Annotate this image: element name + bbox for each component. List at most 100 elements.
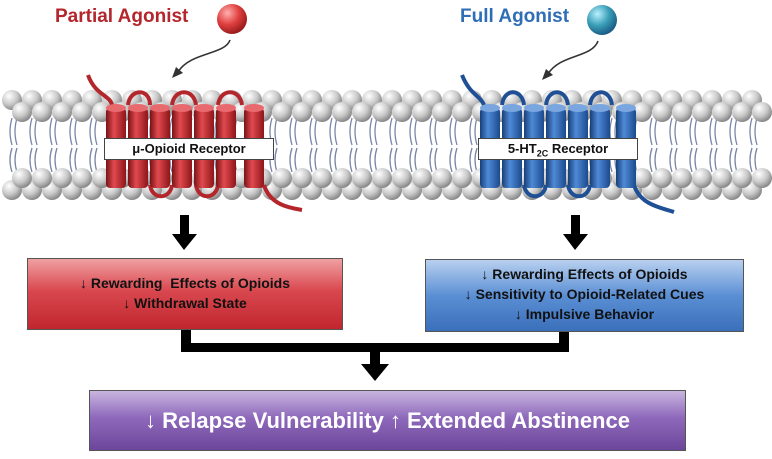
lipid-tail [389, 117, 393, 146]
lipid-head [12, 168, 32, 188]
helix-cap [590, 104, 610, 112]
lipid-tail [329, 147, 333, 173]
lipid-tail [454, 147, 458, 173]
lipid-head [732, 102, 752, 122]
helix-cap [150, 104, 170, 112]
helix-cap [172, 104, 192, 112]
lipid-head [712, 102, 732, 122]
lipid-tail [754, 117, 758, 146]
lipid-tail [714, 117, 718, 146]
lipid-head [72, 102, 92, 122]
lipid-tail [334, 147, 338, 173]
lipid-tail [289, 147, 293, 173]
lipid-head [72, 168, 92, 188]
lipid-tail [369, 117, 373, 146]
effect-item: ↓ Rewarding Effects of Opioids [481, 266, 688, 282]
lipid-tail [474, 117, 478, 146]
lipid-head [632, 168, 652, 188]
lipid-tail [74, 117, 78, 146]
lipid-head [352, 168, 372, 188]
lipid-tail [309, 117, 313, 146]
lipid-tail [274, 147, 278, 173]
full-agonist-title: Full Agonist [460, 6, 570, 27]
5-ht2c-receptor-label: 5-HT2C Receptor [478, 138, 638, 160]
lipid-head [632, 102, 652, 122]
lipid-head [412, 168, 432, 188]
lipid-tail [654, 147, 658, 173]
lipid-tail [349, 147, 353, 173]
helix-cap [616, 104, 636, 112]
outcome-box: ↓ Relapse Vulnerability ↑ Extended Absti… [89, 390, 686, 451]
lipid-tail [429, 117, 433, 146]
lipid-head [752, 168, 772, 188]
lipid-head [412, 102, 432, 122]
lipid-head [712, 168, 732, 188]
lipid-tail [709, 117, 713, 146]
helix-cap [216, 104, 236, 112]
helix-cap [106, 104, 126, 112]
lipid-tail [69, 117, 73, 146]
lipid-head [452, 168, 472, 188]
helix-cap [480, 104, 500, 112]
lipid-head [692, 102, 712, 122]
lipid-tail [309, 147, 313, 173]
lipid-tail [354, 117, 358, 146]
lipid-tail [89, 147, 93, 173]
lipid-tail [49, 117, 53, 146]
lipid-head [432, 168, 452, 188]
effect-item: ↓ Sensitivity to Opioid-Related Cues [464, 286, 705, 302]
lipid-tail [394, 117, 398, 146]
partial-agonist-title: Partial Agonist [55, 6, 189, 27]
lipid-head [452, 102, 472, 122]
lipid-head [392, 168, 412, 188]
lipid-tail [9, 117, 13, 146]
lipid-head [312, 102, 332, 122]
lipid-tail [749, 147, 753, 173]
lipid-tail [294, 147, 298, 173]
lipid-tail [29, 147, 33, 173]
lipid-head [312, 168, 332, 188]
helix-cap [502, 104, 522, 112]
lipid-tail [449, 147, 453, 173]
lipid-tail [689, 117, 693, 146]
lipid-tail [434, 147, 438, 173]
lipid-head [332, 168, 352, 188]
lipid-tail [734, 117, 738, 146]
lipid-tail [729, 147, 733, 173]
lipid-tail [429, 147, 433, 173]
lipid-tail [14, 117, 18, 146]
helix-cap [128, 104, 148, 112]
lipid-tail [389, 147, 393, 173]
effect-item: ↓ Rewarding Effects of Opioids [79, 275, 291, 291]
lipid-tail [349, 117, 353, 146]
effect-item: ↓ Withdrawal State [123, 295, 247, 311]
lipid-head [352, 102, 372, 122]
full-binding-arrowhead-icon [542, 69, 553, 80]
lipid-tail [474, 147, 478, 173]
lipid-tail [694, 147, 698, 173]
binding-arrows [177, 39, 599, 75]
lipid-head [392, 102, 412, 122]
lipid-tail [469, 117, 473, 146]
lipid-head [432, 102, 452, 122]
lipid-tail [354, 147, 358, 173]
lipid-tail [274, 117, 278, 146]
lipid-tail [34, 117, 38, 146]
lipid-head [32, 168, 52, 188]
lipid-tail [74, 147, 78, 173]
lipid-head [652, 168, 672, 188]
lipid-head [292, 102, 312, 122]
lipid-tail [734, 147, 738, 173]
partial-agonist-effects-box: ↓ Rewarding Effects of Opioids ↓ Withdra… [27, 258, 343, 330]
full-agonist-effects-box: ↓ Rewarding Effects of Opioids ↓ Sensiti… [425, 259, 744, 332]
helix-cap [194, 104, 214, 112]
lipid-head [52, 102, 72, 122]
lipid-tail [674, 147, 678, 173]
helix-cap [546, 104, 566, 112]
lipid-tail [694, 117, 698, 146]
lipid-head [692, 168, 712, 188]
lipid-tail [9, 147, 13, 173]
lipid-tail [29, 117, 33, 146]
